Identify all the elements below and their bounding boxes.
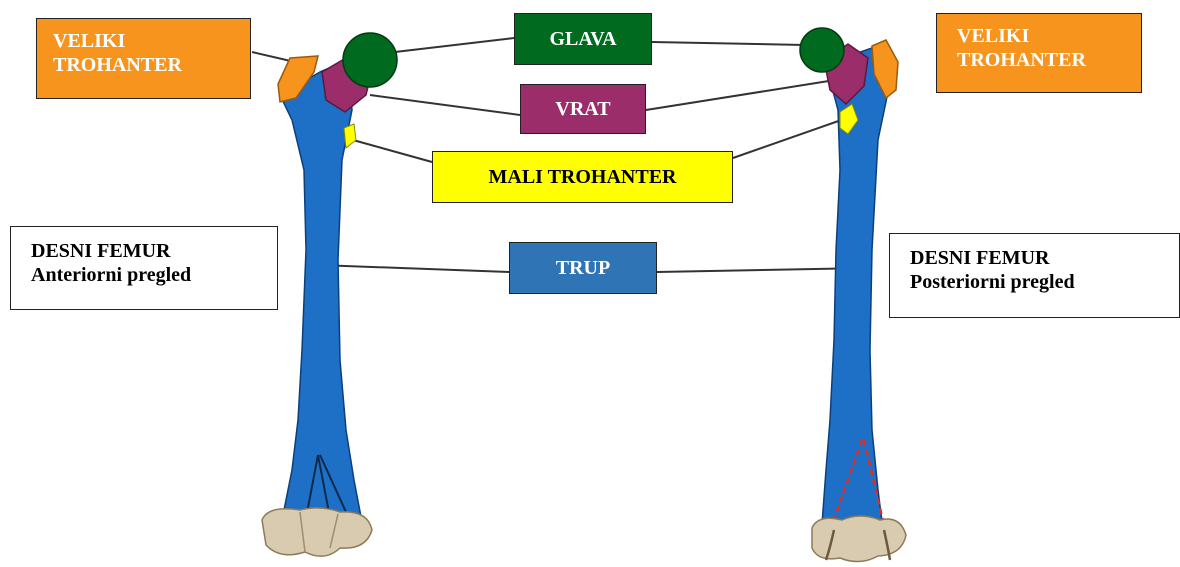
left-femur <box>261 32 398 557</box>
caption-posterior-view: DESNI FEMUR Posteriorni pregled <box>889 233 1180 318</box>
label-trup: TRUP <box>509 242 657 294</box>
label-veliki-trohanter-left: VELIKI TROHANTER <box>36 18 251 99</box>
label-text: TROHANTER <box>957 49 1086 71</box>
leader-line-mali-left <box>352 139 433 163</box>
label-glava: GLAVA <box>514 13 652 65</box>
leader-line-glava-left <box>394 37 515 53</box>
label-mali-trohanter: MALI TROHANTER <box>432 151 733 203</box>
leader-lines <box>251 37 869 273</box>
left-femoral-head <box>342 32 398 88</box>
right-linea-aspera-lines <box>830 439 886 526</box>
right-femoral-head <box>799 27 845 73</box>
label-text: VELIKI <box>53 30 126 52</box>
label-veliki-trohanter-right: VELIKI TROHANTER <box>936 13 1142 93</box>
left-condyle-detail <box>299 511 339 553</box>
left-greater-trochanter <box>277 55 319 103</box>
leader-line-mali-right <box>732 117 848 159</box>
label-vrat: VRAT <box>520 84 646 134</box>
left-condyle-lines <box>305 454 347 519</box>
caption-subtitle: Anteriorni pregled <box>31 264 192 286</box>
right-condyle-detail <box>824 529 892 561</box>
leader-line-veliki-left <box>251 51 296 63</box>
caption-subtitle: Posteriorni pregled <box>910 271 1075 293</box>
caption-anterior-view: DESNI FEMUR Anteriorni pregled <box>10 226 278 310</box>
leader-line-trup-right <box>656 267 869 273</box>
caption-title: DESNI FEMUR <box>910 247 1050 269</box>
right-lesser-trochanter <box>839 103 859 135</box>
right-femur <box>799 27 907 563</box>
left-condyles <box>261 507 373 557</box>
left-lesser-trochanter <box>343 123 357 149</box>
leader-line-glava-right <box>651 41 806 46</box>
label-text: TROHANTER <box>53 54 182 76</box>
leader-line-vrat-left <box>369 94 521 116</box>
right-condyles <box>811 515 907 563</box>
right-greater-trochanter <box>871 39 899 100</box>
caption-title: DESNI FEMUR <box>31 240 171 262</box>
label-text: VELIKI <box>957 25 1030 47</box>
leader-line-trup-left <box>317 264 510 273</box>
leader-line-vrat-right <box>645 79 836 111</box>
